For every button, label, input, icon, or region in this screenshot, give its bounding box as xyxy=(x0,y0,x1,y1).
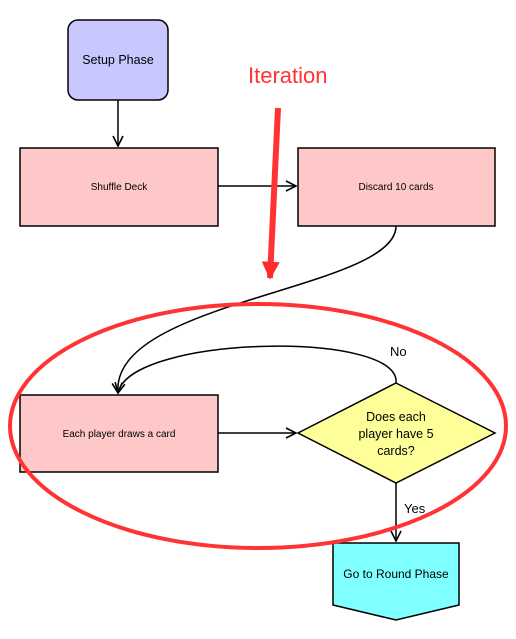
decision-label-line-2: player have 5 xyxy=(358,427,433,441)
setup-phase-box xyxy=(67,19,169,101)
player-draws-label: Each player draws a card xyxy=(63,429,176,440)
shuffle-deck-label: Shuffle Deck xyxy=(91,182,149,193)
edge-discard-to-draw xyxy=(118,225,397,393)
connectors xyxy=(118,100,396,541)
node-round-phase: Go to Round Phase xyxy=(332,542,460,621)
player-draws-box xyxy=(19,394,219,473)
round-phase-label: Go to Round Phase xyxy=(343,567,449,581)
shuffle-deck-box xyxy=(19,147,219,227)
iteration-label: Iteration xyxy=(248,63,328,88)
iteration-arrow xyxy=(261,107,281,280)
decision-label-line-1: Does each xyxy=(366,410,426,424)
edge-yes-label: Yes xyxy=(404,501,426,516)
decision-diamond xyxy=(296,382,497,484)
node-player-draws: Each player draws a card xyxy=(19,394,219,473)
iteration-annotation: Iteration xyxy=(8,63,508,550)
iteration-ellipse xyxy=(8,302,508,550)
decision-label-line-3: cards? xyxy=(377,444,415,458)
round-phase-box xyxy=(332,542,460,621)
discard-cards-label: Discard 10 cards xyxy=(358,182,433,193)
discard-cards-box xyxy=(297,147,496,227)
node-setup-phase: Setup Phase xyxy=(67,19,169,101)
edge-decision-no-loop xyxy=(118,345,397,393)
edge-no-label: No xyxy=(390,344,407,359)
node-decision: Does each player have 5 cards? xyxy=(296,382,497,484)
node-discard-cards: Discard 10 cards xyxy=(297,147,496,227)
setup-phase-label: Setup Phase xyxy=(82,53,154,67)
node-shuffle-deck: Shuffle Deck xyxy=(19,147,219,227)
